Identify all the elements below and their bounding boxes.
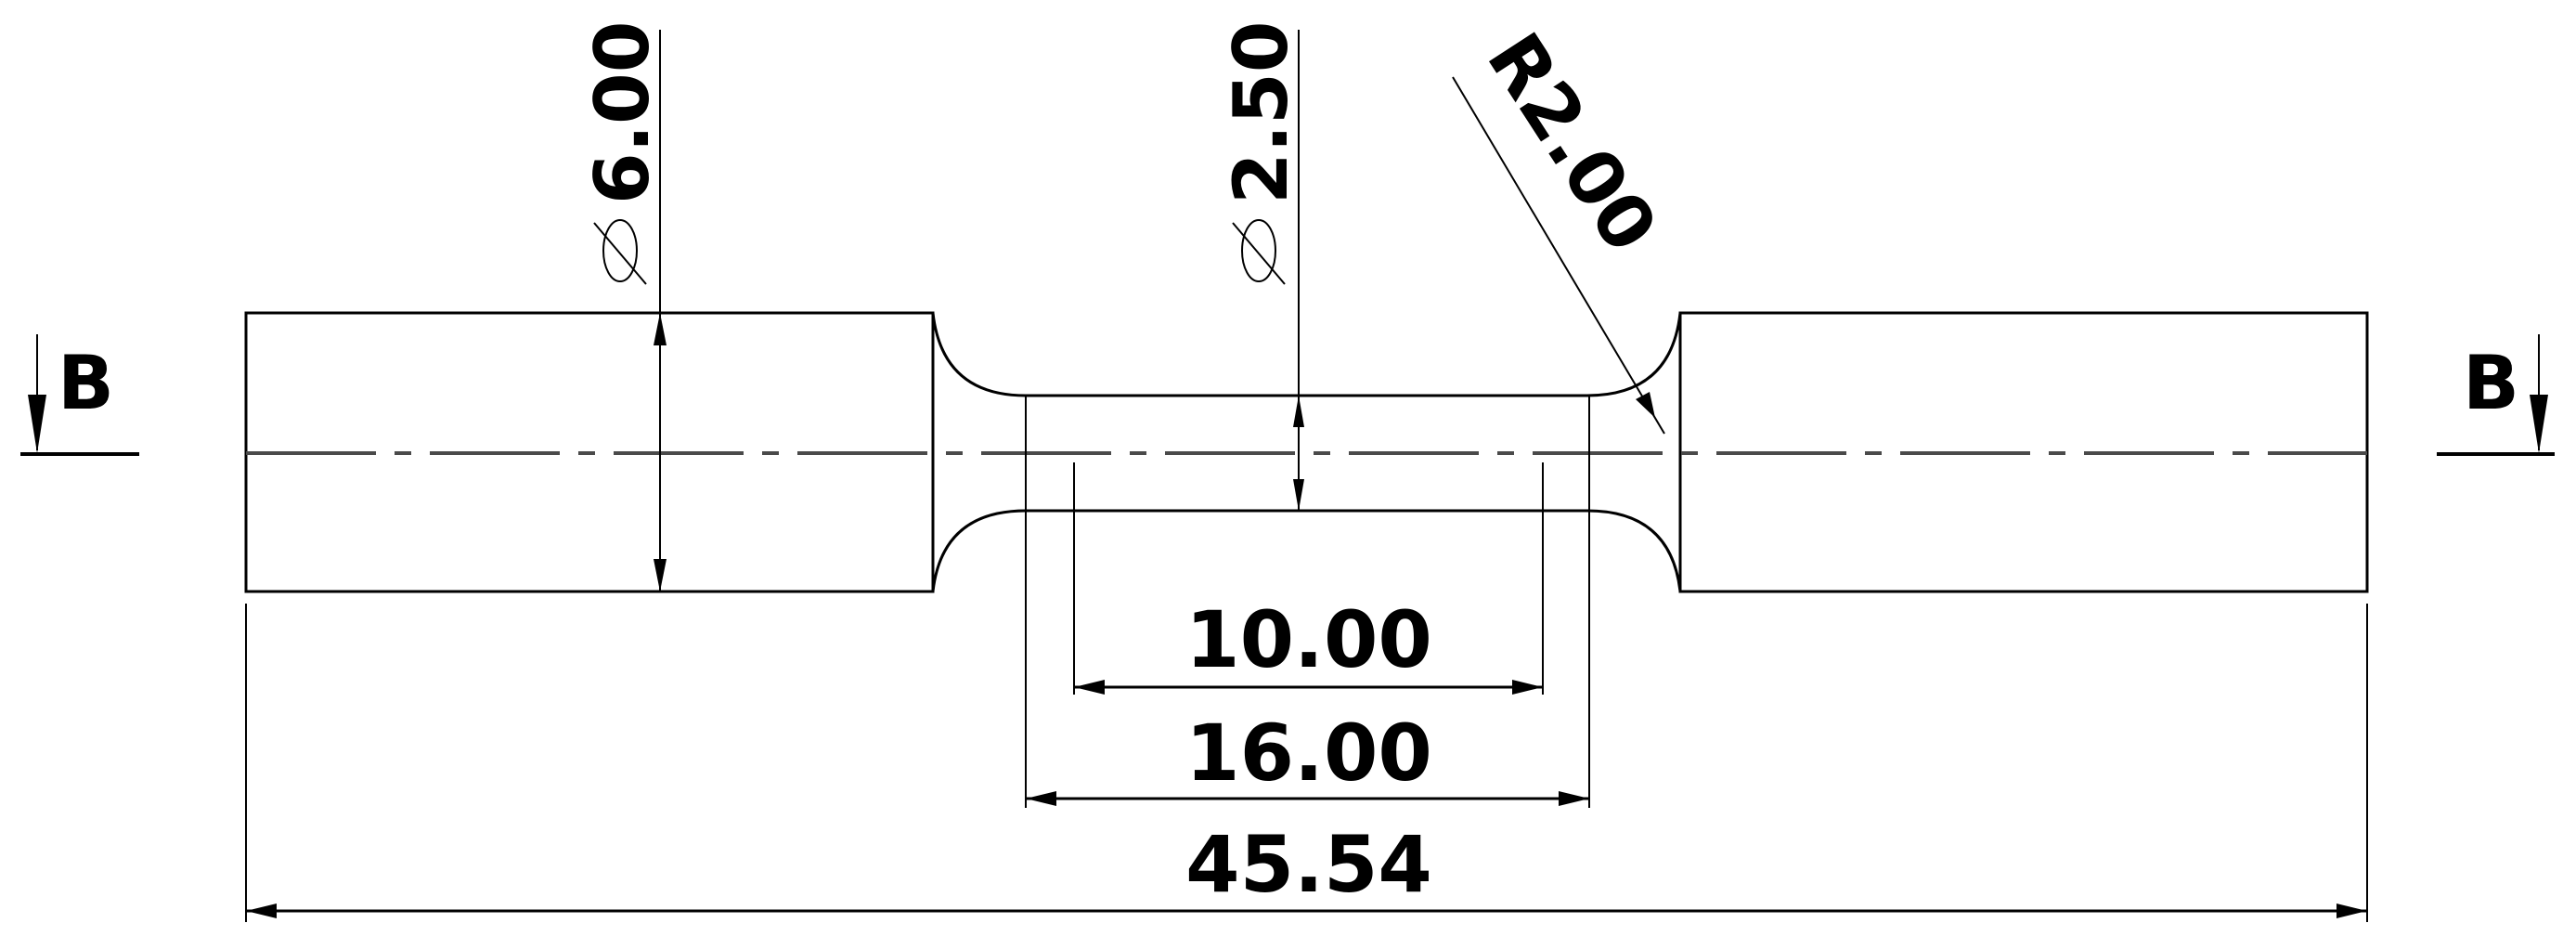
gauge-section-top — [931, 312, 1682, 397]
diameter-symbol-icon — [1232, 219, 1286, 285]
arrow-icon — [1636, 392, 1655, 418]
arrow-down-icon — [654, 559, 667, 592]
arrow-right-icon — [1559, 791, 1589, 806]
dimension-gauge-length: 10.00 — [1073, 462, 1544, 695]
gauge-section-bottom — [931, 509, 1682, 592]
dimension-gauge-diameter: 2.50 — [1218, 21, 1304, 511]
fillet-radius-value: R2.00 — [1470, 19, 1674, 267]
arrow-right-icon — [1512, 680, 1543, 695]
dimension-reduced-length: 16.00 — [1025, 396, 1590, 808]
diameter-symbol-icon — [593, 219, 647, 285]
arrow-right-icon — [2337, 904, 2367, 918]
arrow-left-icon — [1074, 680, 1105, 695]
arrow-down-icon — [2530, 395, 2548, 453]
dimension-overall-length: 45.54 — [245, 604, 2368, 922]
section-marker-left: B — [20, 334, 139, 456]
overall-length-value: 45.54 — [1185, 819, 1432, 910]
arrow-left-icon — [1026, 791, 1056, 806]
section-marker-right: B — [2437, 334, 2555, 456]
arrow-down-icon — [1293, 479, 1304, 511]
section-label-left: B — [58, 340, 114, 426]
arrow-up-icon — [1293, 396, 1304, 427]
grip-diameter-value: 6.00 — [579, 21, 666, 204]
arrow-left-icon — [246, 904, 277, 918]
dimension-fillet-radius: R2.00 — [1452, 19, 1674, 435]
arrow-down-icon — [28, 395, 46, 453]
gauge-diameter-value: 2.50 — [1218, 21, 1304, 204]
dimension-grip-diameter: 6.00 — [579, 21, 667, 592]
gauge-length-value: 10.00 — [1185, 594, 1432, 685]
arrow-up-icon — [654, 313, 667, 345]
section-label-right: B — [2463, 340, 2519, 426]
reduced-length-value: 16.00 — [1185, 708, 1432, 799]
